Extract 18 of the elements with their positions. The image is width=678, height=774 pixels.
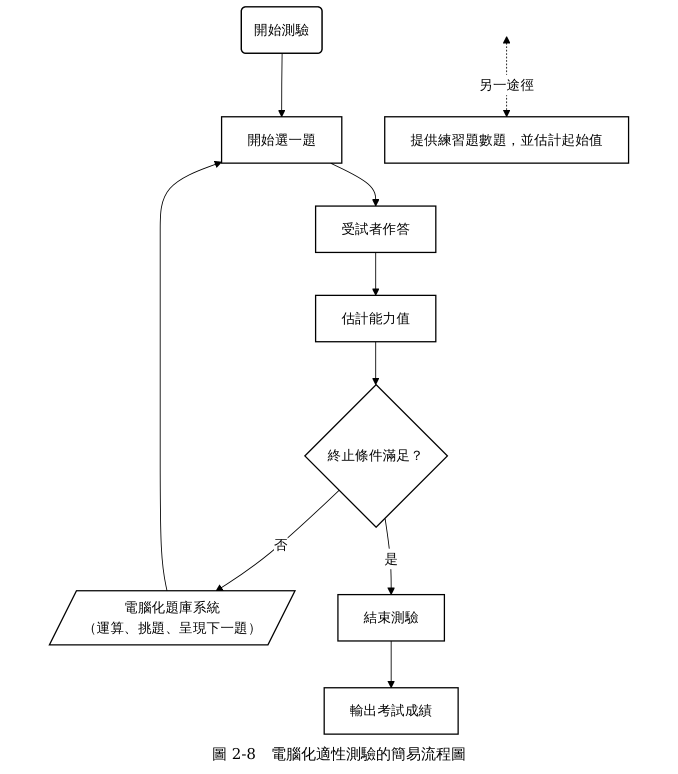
caption: 圖 2-8 電腦化適性測驗的簡易流程圖 (212, 745, 466, 764)
arrow (372, 341, 380, 385)
node-diamond: 終止條件滿足？ (304, 384, 448, 528)
edge-label: 是 (384, 550, 398, 567)
arrow (278, 53, 286, 118)
arrow (216, 490, 340, 592)
node-box: 估計能力值 (314, 294, 436, 342)
node-box: 受試者作答 (314, 205, 436, 254)
edge-label: 另一途徑 (479, 76, 534, 93)
node-box: 結束測驗 (337, 594, 446, 642)
arrow (387, 640, 395, 688)
node-box: 輸出考試成績 (324, 687, 459, 735)
arrow (372, 252, 380, 296)
edge-label: 否 (274, 536, 288, 553)
node-box: 提供練習題數題，並估計起始值 (384, 116, 630, 164)
node-box: 開始選一題 (220, 116, 342, 164)
arrow (330, 162, 380, 206)
arrow (160, 160, 222, 592)
